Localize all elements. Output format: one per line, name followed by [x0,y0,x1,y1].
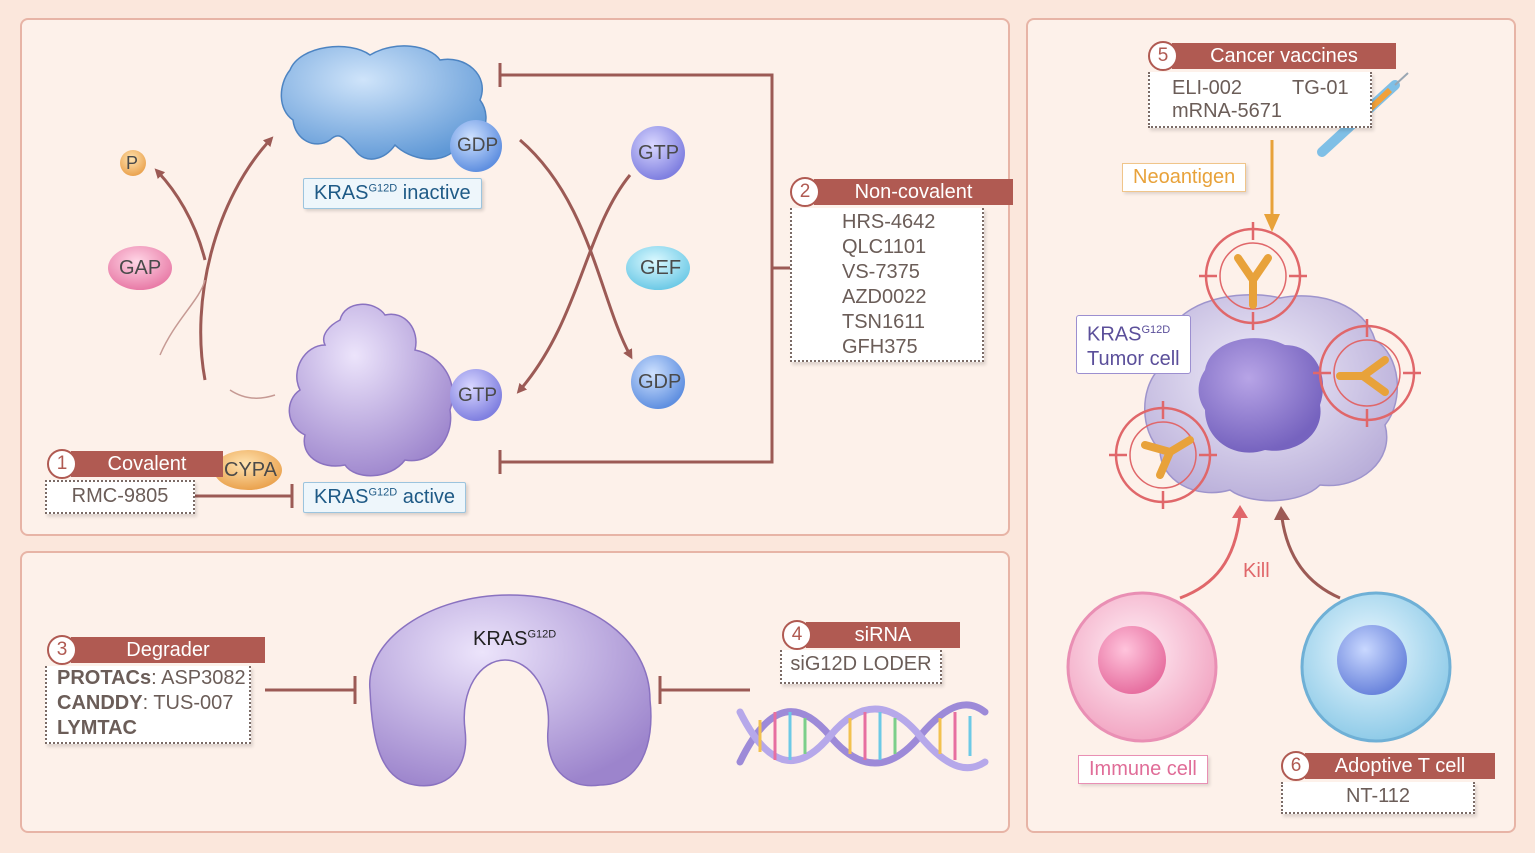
noncovalent-drug-list: HRS-4642 QLC1101 VS-7375 AZD0022 TSN1611… [790,208,984,362]
gdp-free-ball [631,355,685,409]
sirna-drug: siG12D LODER [790,653,932,675]
covalent-drug: RMC-9805 [71,485,169,507]
tumor-cell-line-2: Tumor cell [1087,347,1180,370]
vaccines-header: 5 Cancer vaccines [1148,41,1396,71]
gtp-free-label: GTP [638,142,680,164]
kras-inactive-sup: G12D [368,182,398,195]
protacs-drug: : ASP3082 [151,667,246,689]
degrader-line-2: CANDDY: TUS-007 [57,691,249,716]
p-ball [120,150,146,176]
tumor-sup: G12D [1141,324,1171,336]
covalent-title: Covalent [71,451,223,477]
covalent-drug-list: RMC-9805 [45,480,195,514]
covalent-number: 1 [47,449,77,479]
immune-cell-label: Immune cell [1078,755,1208,784]
adoptive-title: Adoptive T cell [1305,753,1495,779]
kras-active-suffix: active [397,486,456,508]
vaccine-eli-002: ELI-002 [1172,77,1243,99]
antibody-target-1 [1199,222,1307,330]
kras-center-label: KRASG12D [473,628,556,651]
kras-active-sup: G12D [368,486,398,499]
vaccine-mrna-5671: mRNA-5671 [1172,100,1283,122]
gdp-bound-ball [450,120,502,172]
p-label: P [126,153,139,173]
tumor-cell-line-1: KRASG12D [1087,318,1180,347]
gdp-free-label: GDP [638,371,682,393]
vaccine-tg-01: TG-01 [1292,77,1349,99]
kras-active-prefix: KRAS [314,486,369,508]
tumor-cell-label: KRASG12D Tumor cell [1076,315,1191,374]
degrader-number: 3 [47,635,77,665]
noncovalent-drug: QLC1101 [842,236,927,258]
antibody-target-3 [1109,401,1217,509]
gdp-bound-label: GDP [457,135,499,156]
degrader-title: Degrader [71,637,265,663]
adoptive-header: 6 Adoptive T cell [1281,751,1495,781]
cypa-ball [214,450,282,490]
kras-horseshoe-protein [369,594,652,787]
noncovalent-drug: TSN1611 [842,311,926,333]
noncovalent-drug: AZD0022 [842,286,927,308]
noncovalent-header: 2 Non-covalent [790,177,1013,207]
sirna-drug-list: siG12D LODER [780,650,942,684]
antibody-1 [1234,254,1272,309]
adoptive-drug: NT-112 [1345,785,1411,807]
degrader-header: 3 Degrader [47,635,265,665]
antibody-target-2 [1313,319,1421,427]
sirna-header: 4 siRNA [782,620,960,650]
lymtac-label: LYMTAC [57,717,137,739]
sirna-title: siRNA [806,622,960,648]
immune-cell-nucleus [1098,626,1166,694]
kras-active-label: KRASG12D active [303,482,467,513]
gap-label: GAP [119,257,162,279]
vaccines-number: 5 [1148,41,1178,71]
kras-inactive-prefix: KRAS [314,182,369,204]
neoantigen-label: Neoantigen [1122,163,1247,192]
gap-ball [108,246,172,290]
noncovalent-number: 2 [790,177,820,207]
gtp-bound-label: GTP [458,385,498,406]
gef-ball [626,246,690,290]
kras-active-protein [288,303,454,477]
protacs-label: PROTACs [57,667,152,689]
antibody-2 [1336,356,1389,396]
kras-center-prefix: KRAS [473,628,528,650]
adoptive-number: 6 [1281,751,1311,781]
noncovalent-drug: GFH375 [842,336,918,358]
noncovalent-drug: VS-7375 [842,261,920,283]
gtp-free-ball [631,126,685,180]
tumor-prefix: KRAS [1087,323,1142,346]
dna-helix [736,701,989,772]
t-cell-nucleus [1337,625,1407,695]
vaccines-title: Cancer vaccines [1172,43,1396,69]
antibody-3 [1141,436,1194,479]
canddy-drug: : TUS-007 [142,692,234,714]
sirna-number: 4 [782,620,812,650]
gef-label: GEF [640,257,682,279]
cypa-label: CYPA [224,459,277,481]
kras-center-sup: G12D [527,628,557,641]
adoptive-drug-list: NT-112 [1281,782,1475,814]
noncovalent-drug: HRS-4642 [842,211,936,233]
degrader-drug-list: PROTACs: ASP3082 CANDDY: TUS-007 LYMTAC [45,666,251,744]
noncovalent-title: Non-covalent [814,179,1013,205]
degrader-line-3: LYMTAC [57,716,249,741]
gtp-bound-ball [450,369,502,421]
degrader-line-1: PROTACs: ASP3082 [57,666,249,691]
vaccines-list: ELI-002 TG-01 mRNA-5671 [1148,72,1372,128]
kras-inactive-suffix: inactive [397,182,471,204]
tumor-nucleus [1198,338,1324,453]
canddy-label: CANDDY [57,692,143,714]
covalent-header: 1 Covalent [47,449,223,479]
kill-label: Kill [1243,560,1270,582]
kras-inactive-label: KRASG12D inactive [303,178,482,209]
